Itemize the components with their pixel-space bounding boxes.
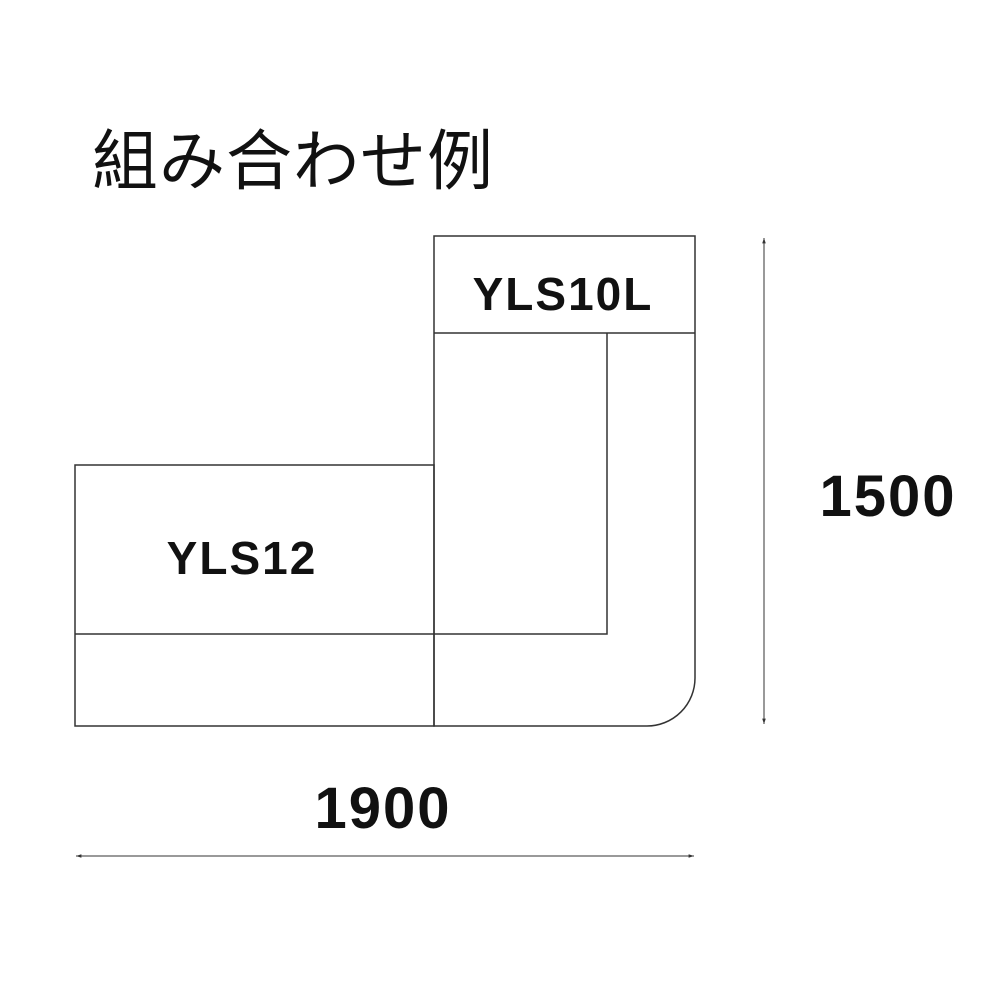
page-title: 組み合わせ例 [92, 123, 494, 200]
width-dimension-label: 1900 [314, 776, 451, 841]
left-unit-outline [74, 464, 435, 727]
height-dimension-label: 1500 [819, 464, 956, 529]
right-unit-label: YLS10L [473, 268, 654, 320]
left-unit-label: YLS12 [167, 532, 318, 584]
right-unit-outline [433, 235, 696, 727]
right-unit-seat-outline [434, 333, 608, 635]
